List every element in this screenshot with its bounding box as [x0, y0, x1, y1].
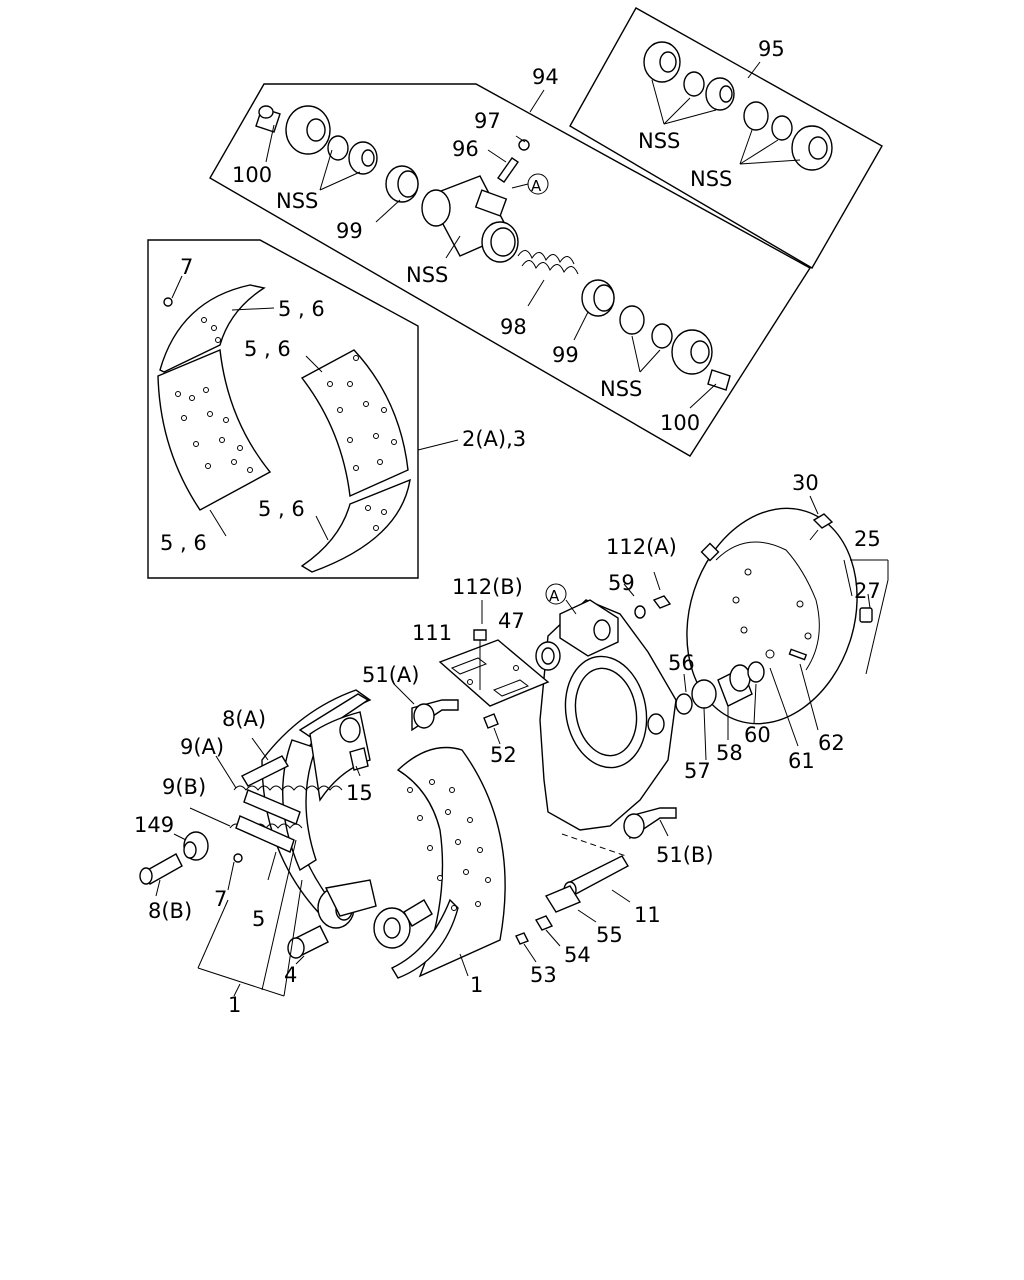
- label-59: 59: [608, 571, 635, 595]
- label-2a-3: 2(A),3: [462, 427, 526, 451]
- label-5-6-a: 5 , 6: [278, 297, 325, 321]
- label-5-6-c: 5 , 6: [258, 497, 305, 521]
- label-56: 56: [668, 651, 695, 675]
- repair-kit-panel: [569, 7, 883, 269]
- label-4: 4: [284, 963, 297, 987]
- label-30: 30: [792, 471, 819, 495]
- label-9a: 9(A): [180, 735, 224, 759]
- label-99-top: 99: [336, 219, 363, 243]
- label-51b: 51(B): [656, 843, 714, 867]
- label-52: 52: [490, 743, 517, 767]
- label-57: 57: [684, 759, 711, 783]
- label-97: 97: [474, 109, 501, 133]
- label-5-6-b: 5 , 6: [244, 337, 291, 361]
- label-95: 95: [758, 37, 785, 61]
- label-15: 15: [346, 781, 373, 805]
- label-7-lining: 7: [180, 255, 193, 279]
- label-100-bottom: 100: [660, 411, 700, 435]
- label-5: 5: [252, 907, 265, 931]
- label-a-bracket: A: [549, 587, 560, 605]
- label-11: 11: [634, 903, 661, 927]
- lining-panel: [147, 239, 459, 579]
- label-a-cylinder: A: [531, 177, 542, 195]
- label-8a: 8(A): [222, 707, 266, 731]
- label-58: 58: [716, 741, 743, 765]
- wheel-cylinder-panel: [209, 83, 811, 457]
- label-112a: 112(A): [606, 535, 677, 559]
- label-nss-5: NSS: [690, 167, 732, 191]
- label-96: 96: [452, 137, 479, 161]
- brake-assembly: [139, 495, 889, 997]
- label-61: 61: [788, 749, 815, 773]
- label-100-top: 100: [232, 163, 272, 187]
- label-25: 25: [854, 527, 881, 551]
- label-nss-4: NSS: [638, 129, 680, 153]
- label-5-6-d: 5 , 6: [160, 531, 207, 555]
- label-1-left: 1: [228, 993, 241, 1017]
- label-54: 54: [564, 943, 591, 967]
- label-55: 55: [596, 923, 623, 947]
- label-51a: 51(A): [362, 663, 419, 687]
- callout-labels: 94 95 97 96 100 NSS 99 NSS 98 99 NSS 100…: [134, 37, 881, 1017]
- label-99-bottom: 99: [552, 343, 579, 367]
- label-9b: 9(B): [162, 775, 206, 799]
- label-111: 111: [412, 621, 452, 645]
- label-53: 53: [530, 963, 557, 987]
- label-149: 149: [134, 813, 174, 837]
- label-7-shoe: 7: [214, 887, 227, 911]
- label-94: 94: [532, 65, 559, 89]
- label-98: 98: [500, 315, 527, 339]
- label-1-right: 1: [470, 973, 483, 997]
- label-8b: 8(B): [148, 899, 192, 923]
- label-nss-2: NSS: [406, 263, 448, 287]
- label-112b: 112(B): [452, 575, 523, 599]
- label-62: 62: [818, 731, 845, 755]
- label-47: 47: [498, 609, 525, 633]
- label-27: 27: [854, 579, 881, 603]
- label-60: 60: [744, 723, 771, 747]
- label-nss-1: NSS: [276, 189, 318, 213]
- label-nss-3: NSS: [600, 377, 642, 401]
